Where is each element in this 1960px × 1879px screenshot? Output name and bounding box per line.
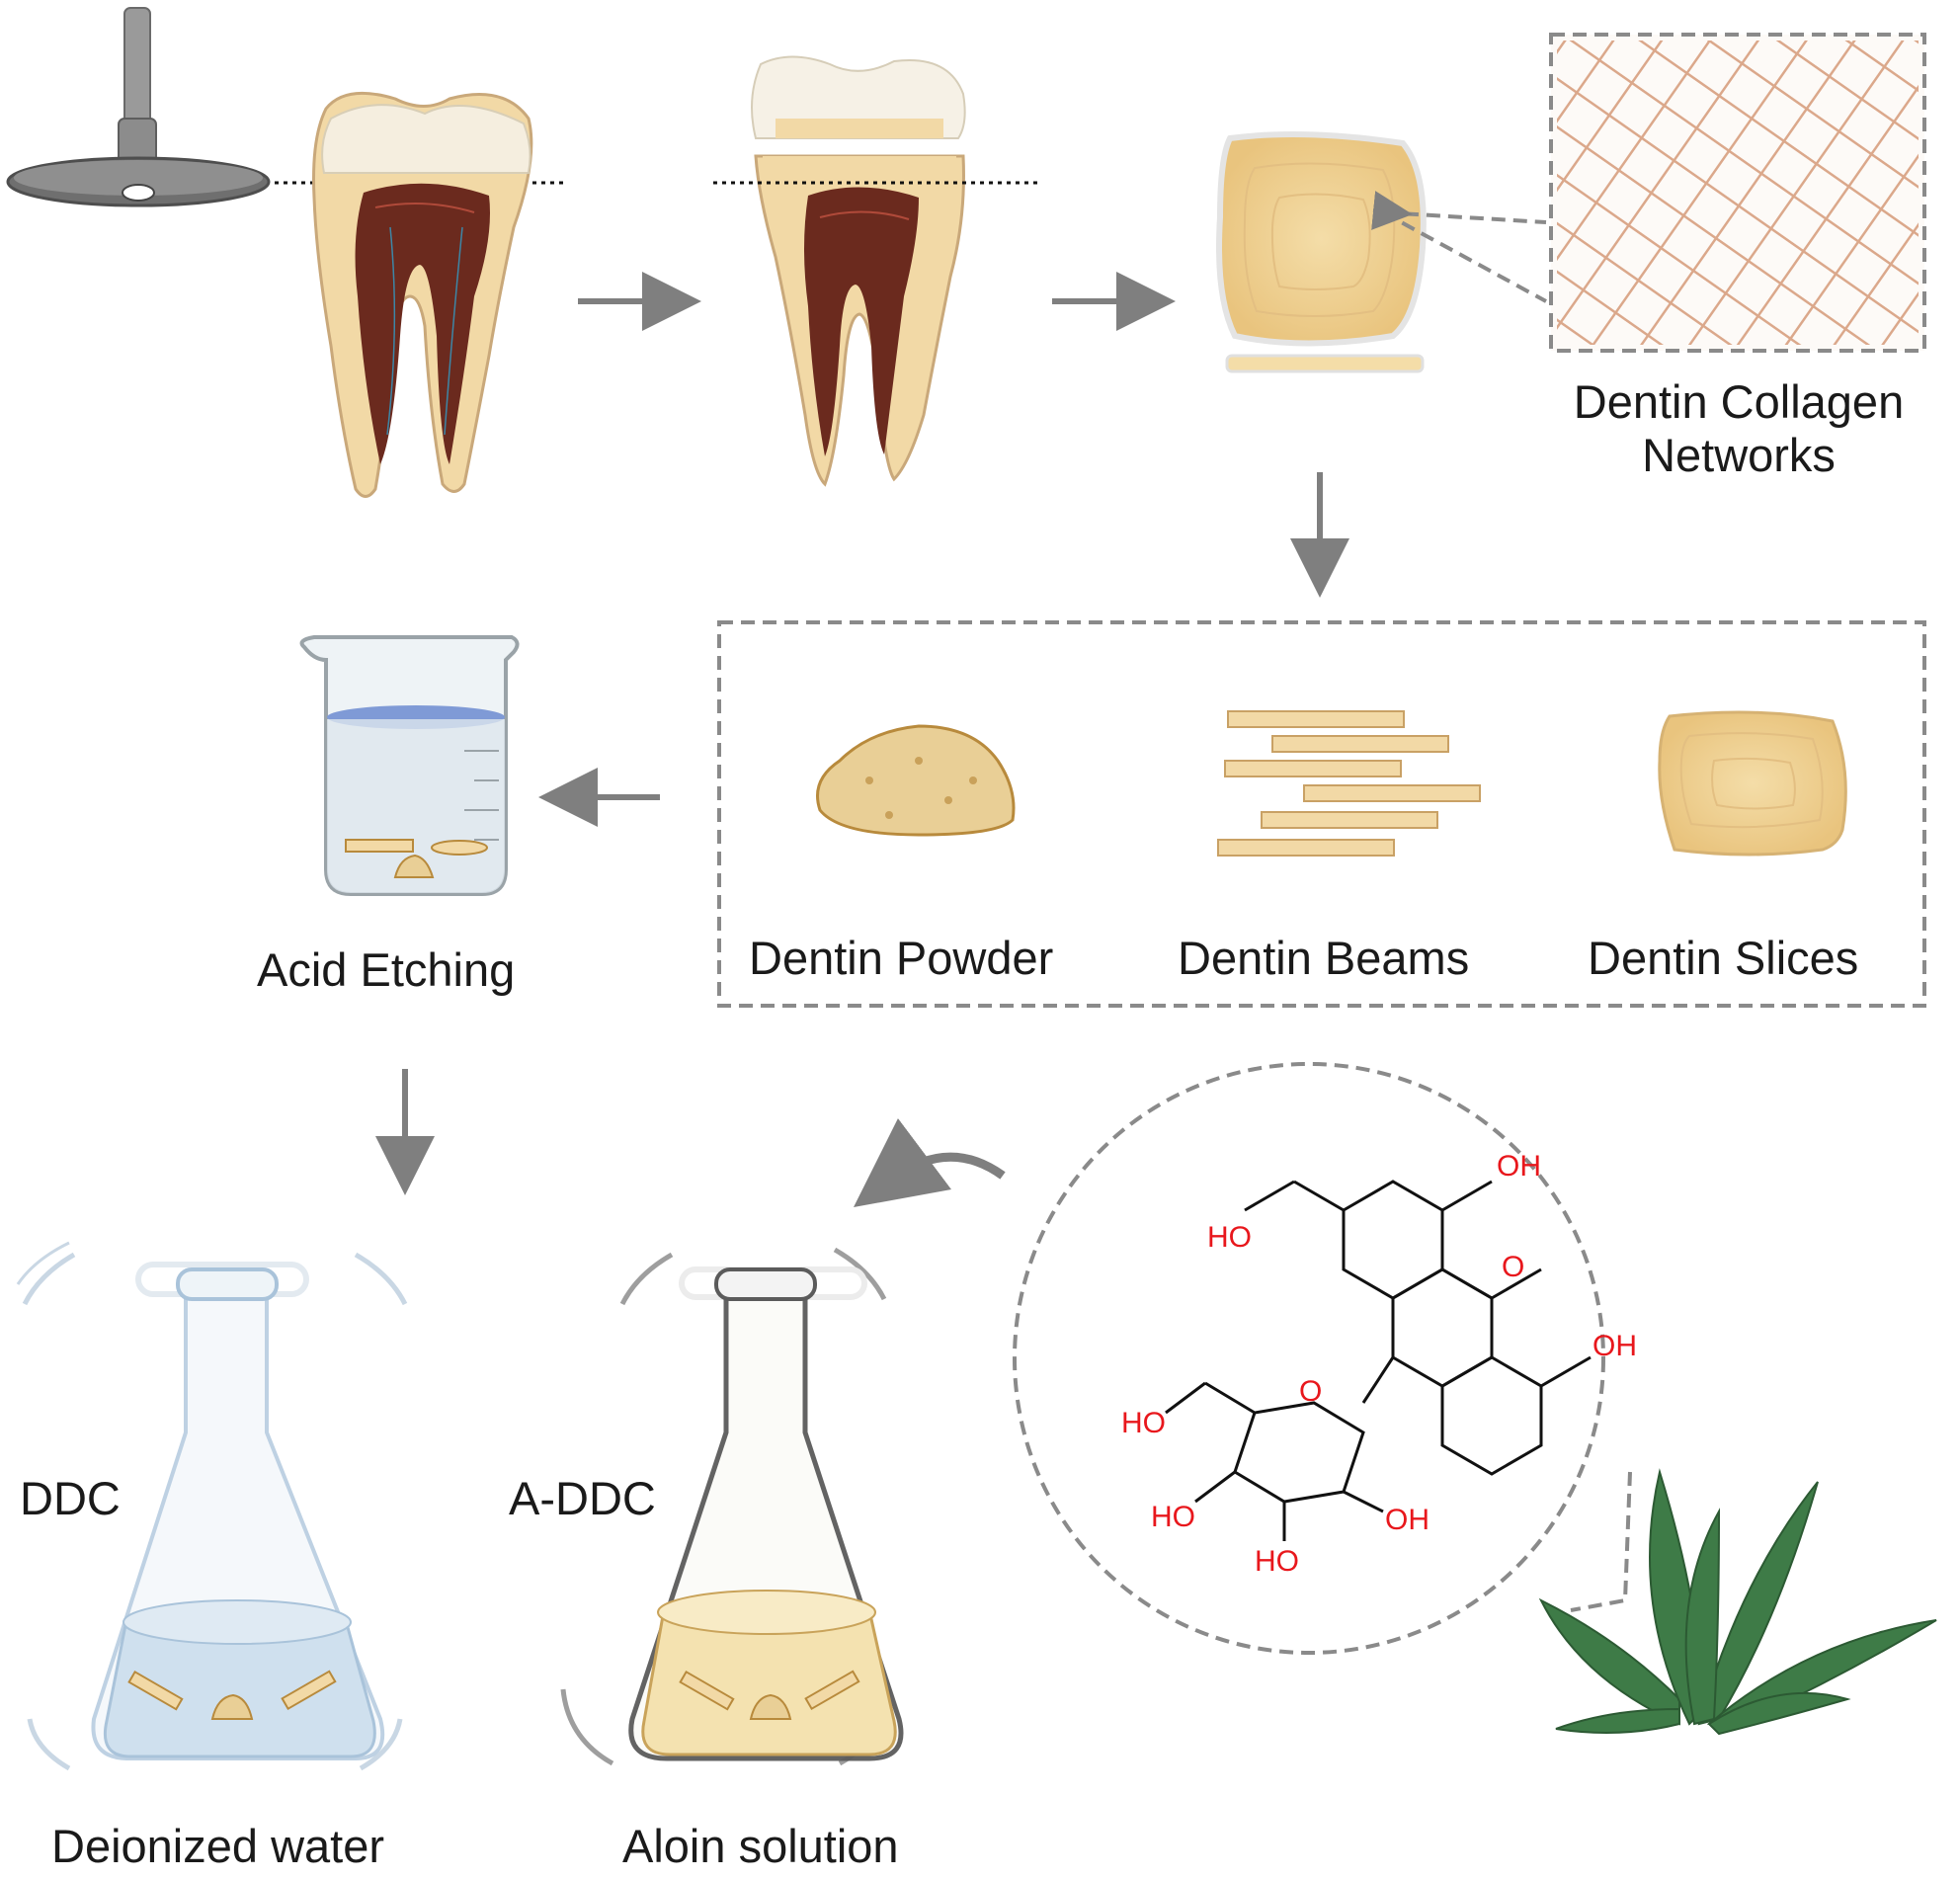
molecule-zoom-circle	[1013, 1062, 1605, 1655]
label-deionized-water: Deionized water	[51, 1820, 385, 1872]
dentin-beams-icon	[1217, 710, 1481, 857]
collagen-network-image	[1549, 33, 1926, 353]
atom-oh-right: OH	[1592, 1330, 1637, 1362]
atom-oh-top: OH	[1497, 1150, 1541, 1183]
aloin-structure-diagram	[1165, 1180, 1592, 1541]
atom-ho-sugar-bl: HO	[1151, 1501, 1195, 1533]
atom-ho-sugar-left: HO	[1121, 1407, 1166, 1439]
label-dentin-powder: Dentin Powder	[749, 932, 1054, 984]
aloin-atom-labels: OH O OH HO O HO HO HO OH	[1121, 1150, 1637, 1578]
atom-ho-sugar-b: HO	[1255, 1545, 1299, 1578]
aloe-pointer	[1570, 1471, 1632, 1612]
label-aloin-solution: Aloin solution	[622, 1820, 899, 1872]
atom-oh-sugar-r: OH	[1385, 1504, 1429, 1536]
tooth-whole-icon	[312, 91, 533, 498]
dentin-powder-icon	[816, 724, 1016, 837]
tooth-cut-icon	[751, 55, 966, 487]
label-ddc: DDC	[20, 1472, 121, 1524]
arrow-curved	[853, 1118, 1006, 1207]
flask-addc-icon	[560, 1247, 904, 1766]
dentin-slice-icon	[1658, 710, 1847, 857]
atom-ring-o: O	[1299, 1375, 1322, 1408]
dentin-disk-icon	[1216, 131, 1427, 373]
atom-o-ketone: O	[1502, 1251, 1524, 1283]
label-a-ddc: A-DDC	[509, 1472, 656, 1524]
diamond-saw-icon	[6, 7, 271, 207]
atom-ho-ch2: HO	[1207, 1221, 1252, 1254]
beaker-icon	[299, 635, 520, 896]
label-collagen-networks: Dentin Collagen Networks	[1573, 375, 1905, 482]
label-dentin-beams: Dentin Beams	[1178, 932, 1470, 984]
sample-types-box	[717, 620, 1926, 1008]
flask-ddc-icon	[16, 1241, 408, 1771]
label-acid-etching: Acid Etching	[257, 943, 516, 996]
aloe-plant-icon	[1538, 1468, 1937, 1736]
label-dentin-slices: Dentin Slices	[1588, 932, 1859, 984]
